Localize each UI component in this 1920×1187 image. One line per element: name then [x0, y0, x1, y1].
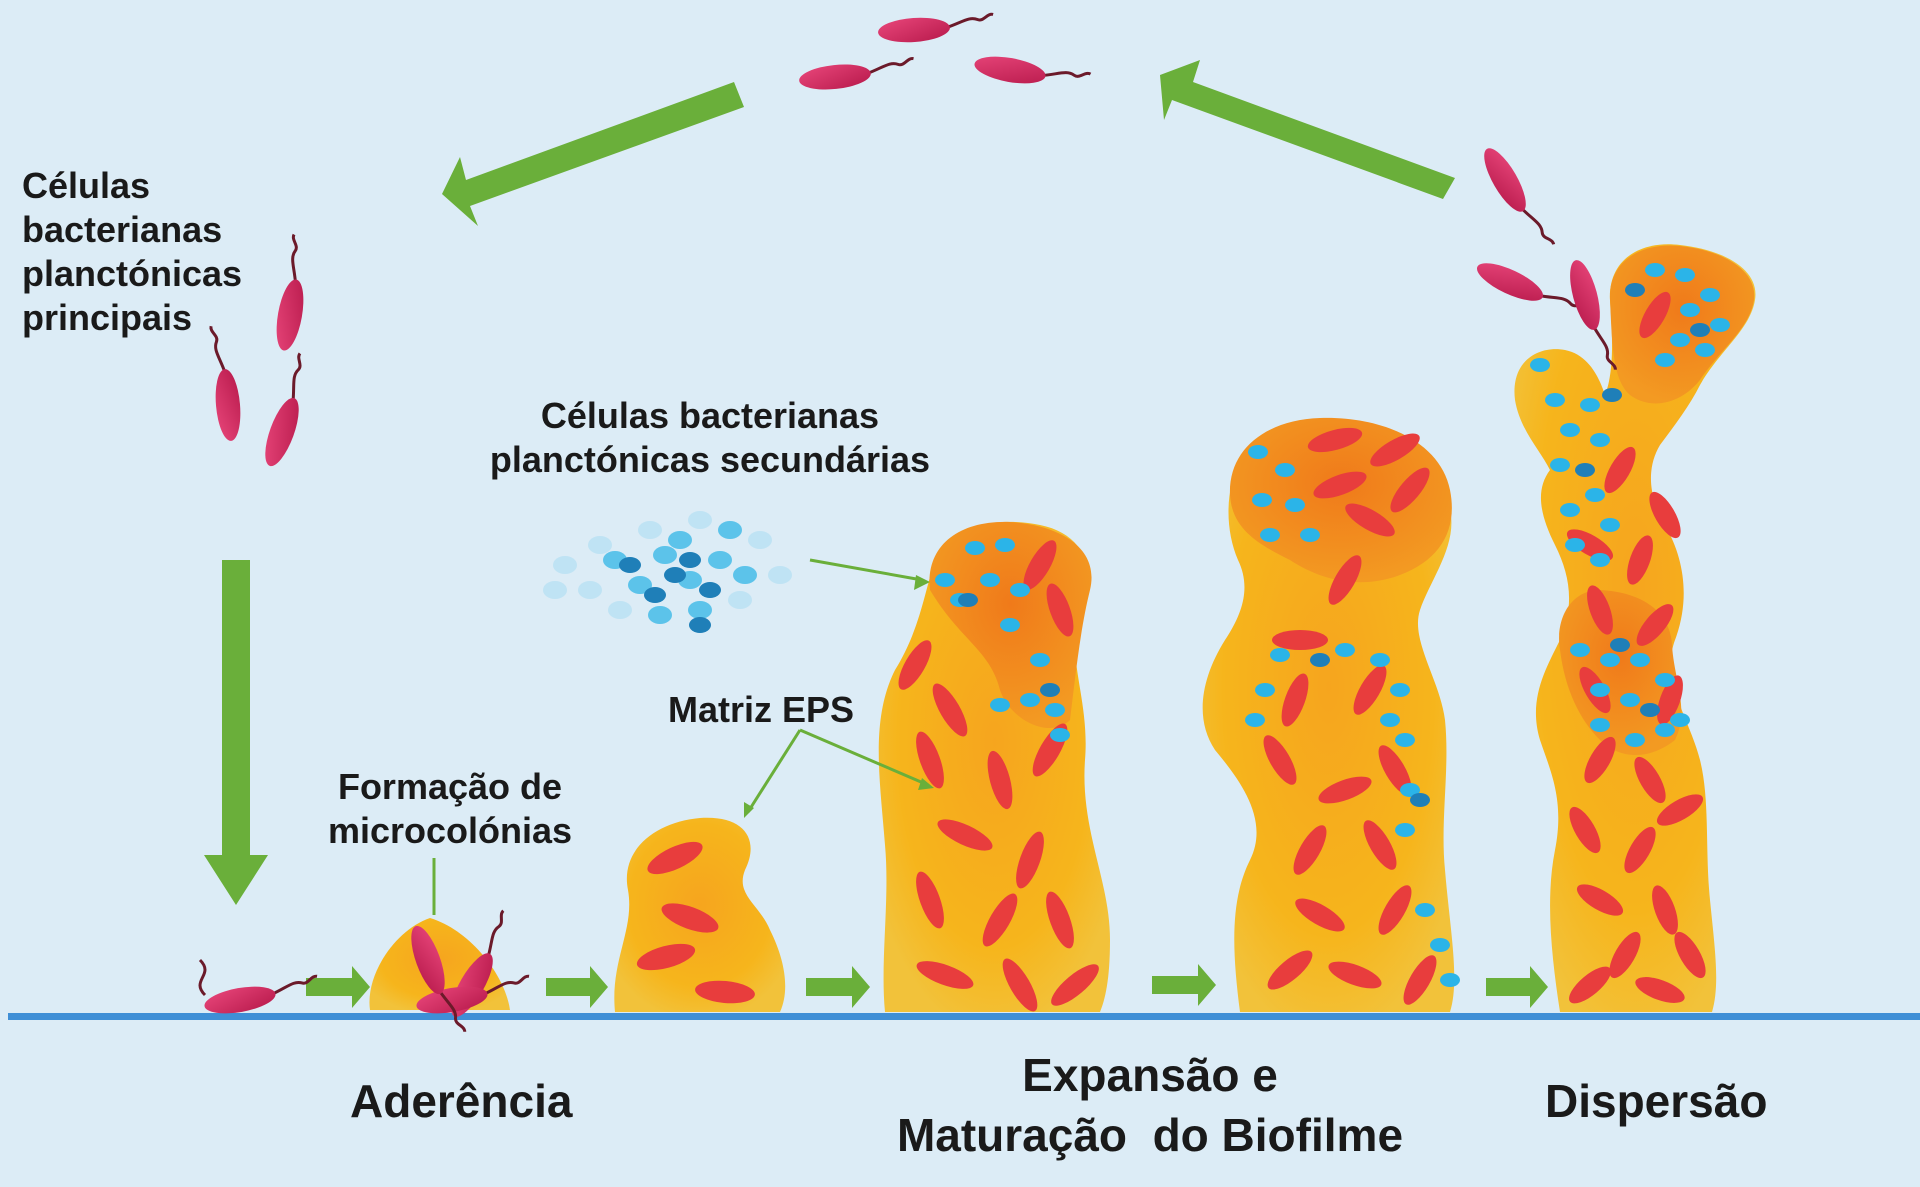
arrow-left-down-icon	[442, 82, 744, 226]
microcolonies-line-2: microcolónias	[327, 809, 573, 851]
arrow-step-2-icon	[546, 966, 608, 1008]
cycle-arrows	[204, 60, 1548, 1008]
microcolony	[369, 858, 535, 1041]
mature-biofilm	[1202, 417, 1460, 1012]
primary-cells-line-4: principais	[22, 296, 193, 338]
surface-line	[8, 1013, 1920, 1020]
secondary-cells-label: Células bacterianas planctónicas secundá…	[440, 394, 980, 482]
stage-dispersion-label: Dispersão	[1545, 1075, 1768, 1127]
arrow-down-icon	[204, 560, 268, 905]
secondary-cells-line-1: Células bacterianas	[540, 395, 880, 436]
stage-adhesion-label: Aderência	[350, 1075, 573, 1127]
arrow-right-up-icon	[1160, 60, 1455, 199]
primary-cells-line-2: bacterianas	[22, 208, 223, 250]
stage-maturation-line-1: Expansão e	[1022, 1049, 1278, 1101]
early-biofilm	[614, 729, 802, 1012]
expanding-biofilm	[799, 521, 1110, 1012]
planktonic-bacteria-top	[796, 10, 1093, 98]
primary-cells-line-3: planctónicas	[22, 252, 243, 294]
primary-cells-label: Células bacterianas planctónicas princip…	[22, 164, 242, 340]
secondary-planktonic-cloud	[543, 511, 930, 633]
microcolonies-label: Formação de microcolónias	[290, 765, 610, 853]
arrow-step-3-icon	[806, 966, 870, 1008]
arrow-step-4-icon	[1152, 964, 1216, 1006]
adhered-bacteria	[198, 958, 323, 1020]
secondary-cells-line-2: planctónicas secundárias	[489, 438, 931, 480]
microcolonies-line-1: Formação de	[337, 766, 563, 807]
arrow-step-1-icon	[306, 966, 370, 1008]
eps-matrix-label: Matriz EPS	[668, 689, 855, 730]
stage-maturation-line-2: Maturação do Biofilme	[896, 1108, 1404, 1161]
arrow-step-5-icon	[1486, 966, 1548, 1008]
dispersing-biofilm	[1470, 141, 1756, 1012]
stage-maturation-label: Expansão e Maturação do Biofilme	[860, 1046, 1440, 1166]
primary-cells-line-1: Células	[22, 165, 151, 206]
